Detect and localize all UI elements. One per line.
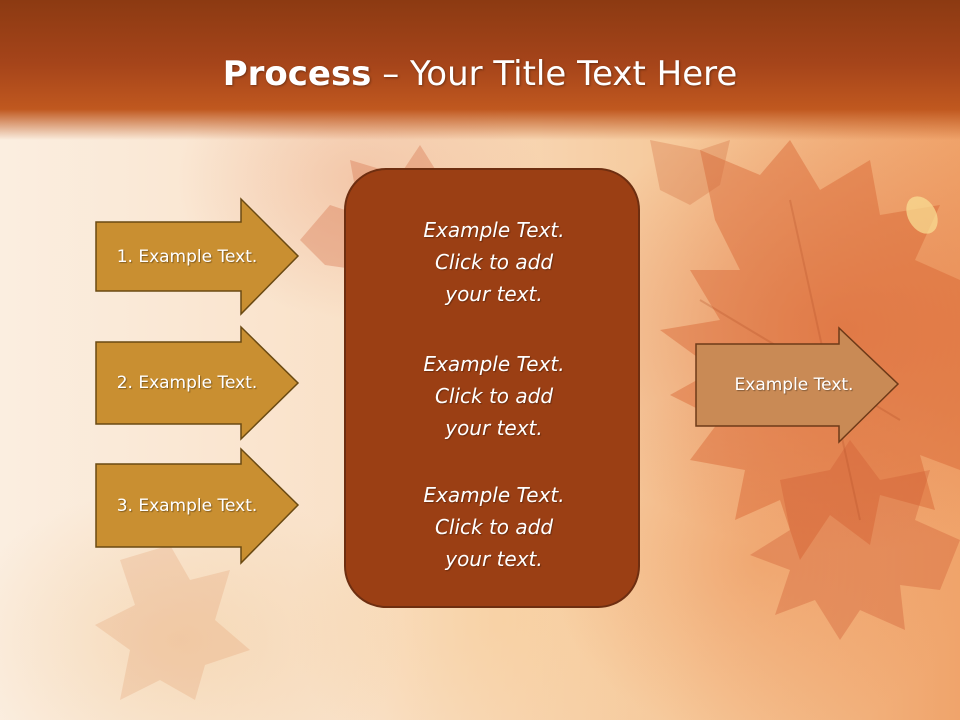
result-arrow[interactable]: Example Text. bbox=[695, 326, 900, 444]
center-text-block-3[interactable]: Example Text. Click to add your text. bbox=[346, 479, 642, 575]
center-text-block-2[interactable]: Example Text. Click to add your text. bbox=[346, 348, 642, 444]
process-step-label: 1. Example Text. bbox=[116, 246, 258, 267]
center-text-line: Click to add bbox=[434, 515, 554, 539]
arrow-shape bbox=[95, 447, 300, 565]
process-step-arrow-1[interactable]: 1. Example Text. bbox=[95, 197, 300, 316]
title-bar bbox=[0, 0, 960, 140]
process-step-label: 2. Example Text. bbox=[116, 373, 258, 393]
maple-leaf-bottom-left bbox=[95, 545, 250, 700]
title-bold-part: Process bbox=[222, 54, 372, 94]
center-text-line: your text. bbox=[445, 547, 543, 571]
center-text-line: your text. bbox=[445, 282, 543, 306]
result-label: Example Text. bbox=[734, 375, 854, 395]
yellow-leaf-spot bbox=[906, 196, 938, 234]
arrow-shape bbox=[95, 325, 300, 441]
center-text-line: Example Text. bbox=[423, 218, 565, 242]
center-text-line: Click to add bbox=[434, 384, 554, 408]
maple-leaf-top-right bbox=[650, 140, 730, 205]
arrow-shape bbox=[695, 326, 900, 444]
center-text-block-1[interactable]: Example Text. Click to add your text. bbox=[346, 214, 642, 310]
center-text-line: your text. bbox=[445, 416, 543, 440]
process-step-label: 3. Example Text. bbox=[116, 496, 258, 516]
center-text-line: Example Text. bbox=[423, 352, 565, 376]
slide-title[interactable]: Process – Your Title Text Here bbox=[0, 52, 960, 96]
arrow-shape bbox=[95, 197, 300, 316]
title-rest-part: – Your Title Text Here bbox=[371, 54, 738, 94]
process-step-arrow-2[interactable]: 2. Example Text. bbox=[95, 325, 300, 441]
maple-leaf-lower-right bbox=[750, 440, 960, 640]
center-content-box[interactable]: Example Text. Click to add your text. Ex… bbox=[344, 168, 640, 608]
process-step-arrow-3[interactable]: 3. Example Text. bbox=[95, 447, 300, 565]
center-text-line: Click to add bbox=[434, 250, 554, 274]
center-text-line: Example Text. bbox=[423, 483, 565, 507]
